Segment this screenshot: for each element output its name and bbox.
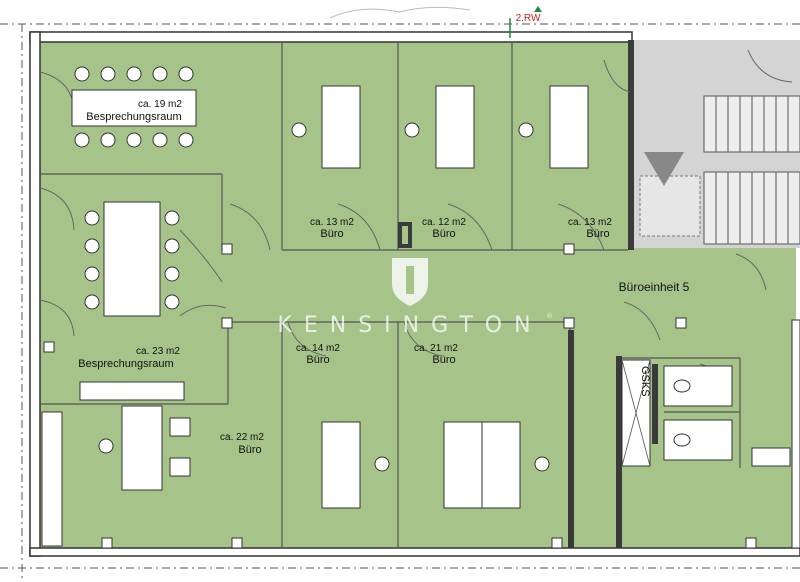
officeE-area: ca. 21 m2 [414,343,458,354]
arrow-up-icon [534,6,542,12]
table-room1 [71,89,197,127]
officeC-area: ca. 13 m2 [568,217,612,228]
sideboard-room2 [79,381,185,401]
wall-bottom [29,547,800,557]
officeF-area: ca. 22 m2 [220,432,264,443]
officeD-area: ca. 14 m2 [296,343,340,354]
sink-icon [751,447,791,467]
chairs-room1 [74,66,194,148]
wall-top [29,31,633,43]
wall-thick-wc [616,356,622,548]
shaft-label: GSKS [639,366,651,397]
wall-thick-mid [568,330,574,548]
officeA-area: ca. 13 m2 [310,217,354,228]
officeA-name: Büro [320,228,343,240]
room2-name: Besprechungsraum [78,358,173,370]
room1-name: Besprechungsraum [86,111,181,123]
room1-area: ca. 19 m2 [138,99,182,110]
armchair-2 [169,457,191,477]
officeE-name: Büro [432,354,455,366]
wall-core-left [628,40,634,250]
watermark-brand: KENSINGTON [277,313,542,338]
shield-logo-bar [406,266,414,294]
chairs-room2 [84,210,180,310]
sketch-mark [329,6,471,19]
officeC-name: Büro [586,228,609,240]
armchair-1 [169,417,191,437]
stair-treads-lower [715,172,789,244]
table-room2 [103,201,161,317]
room2-area: ca. 23 m2 [136,346,180,357]
cabinet [41,411,63,547]
officeD-name: Büro [306,354,329,366]
officeB-name: Büro [432,228,455,240]
elevator-shaft [639,175,701,237]
unit-label: Büroeinheit 5 [619,280,690,294]
office-furniture-bottom [321,421,550,509]
office-furniture-top [291,85,589,169]
riser-pipe [652,364,658,444]
chair-officeF [98,438,114,454]
stair-treads-upper [715,96,789,152]
wall-right [791,319,800,549]
watermark-mark: ® [546,312,565,320]
marker-label: 2.RW [516,13,541,24]
desk-officeF [121,405,163,491]
column-inner [402,226,408,244]
wall-left [29,31,41,557]
toilet-icon [673,433,691,447]
toilet-icon [673,379,691,393]
officeB-area: ca. 12 m2 [422,217,466,228]
triangle-down-icon [644,152,684,186]
column-markers [43,243,757,549]
officeF-name: Büro [238,444,261,456]
